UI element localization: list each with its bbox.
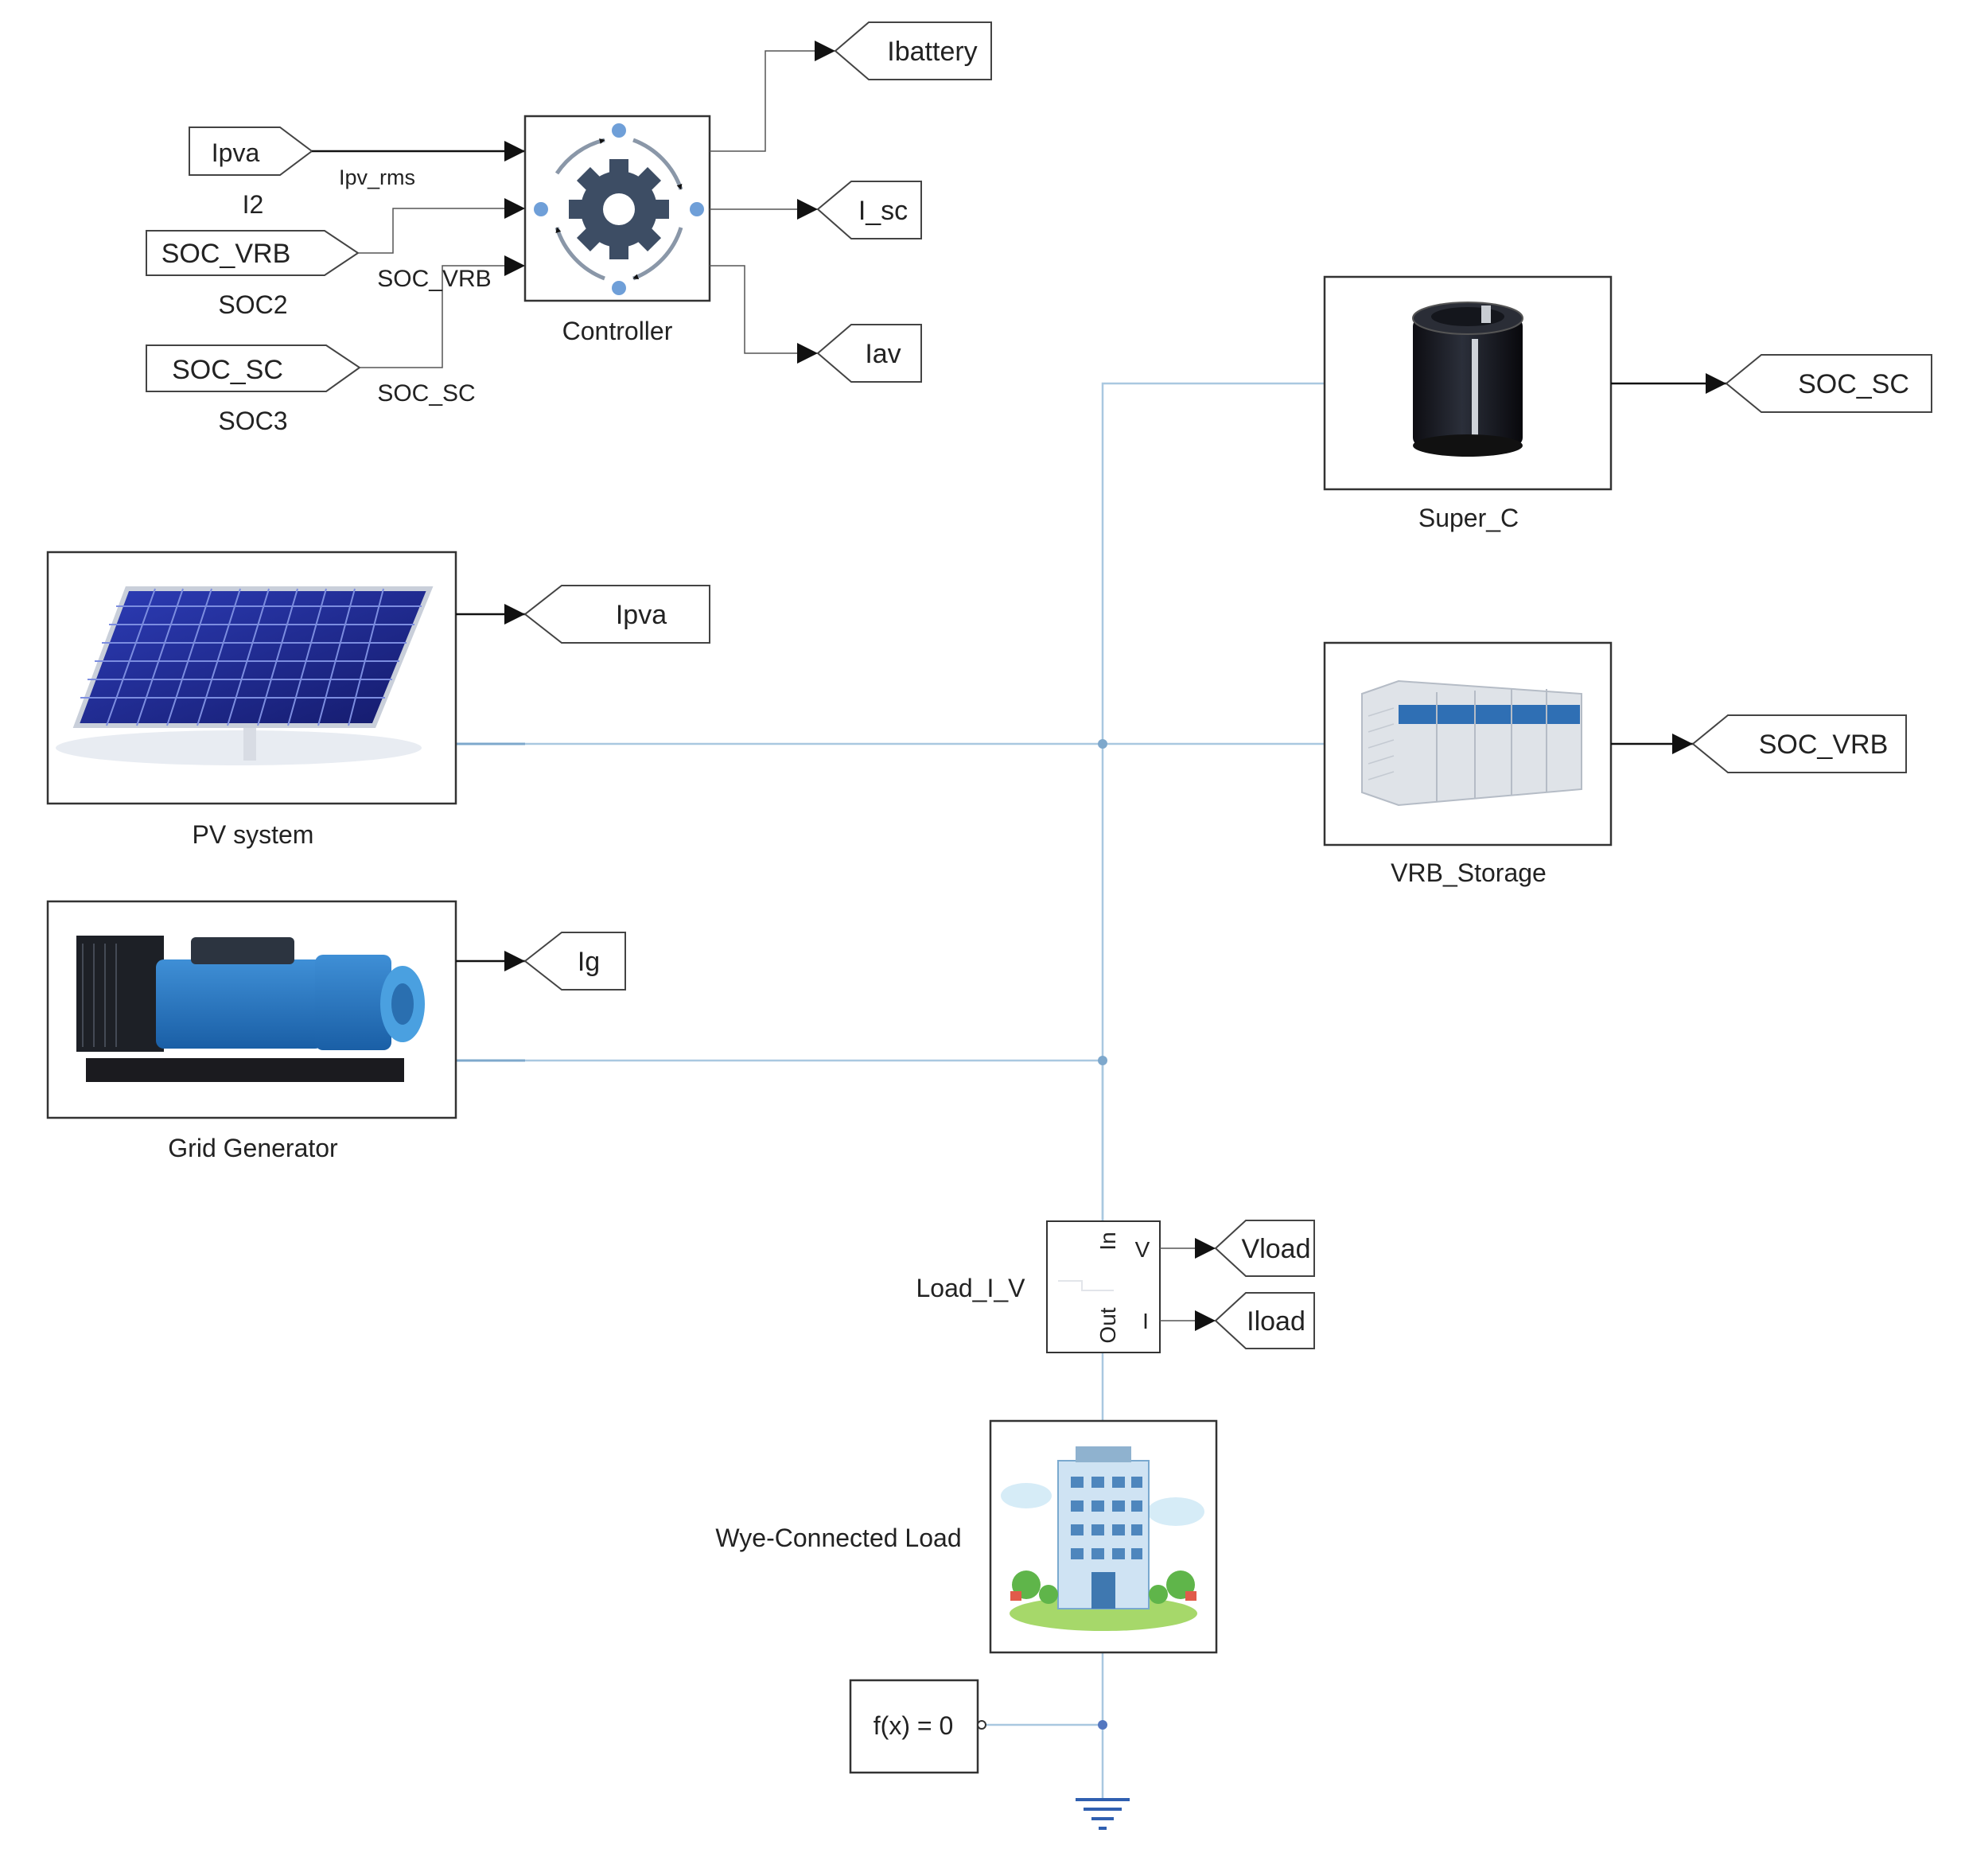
load-iv-port-out: Out	[1095, 1307, 1120, 1343]
from-tag-soc-sc-label: SOC_SC	[172, 355, 283, 385]
signal-label-soc-sc: SOC_SC	[377, 380, 475, 407]
goto-tag-iload[interactable]: Iload	[1214, 1292, 1315, 1349]
load-iv-port-i: I	[1142, 1309, 1149, 1333]
wye-load-block[interactable]	[989, 1419, 1218, 1654]
building-icon	[1001, 1446, 1204, 1631]
goto-tag-soc-sc-label: SOC_SC	[1798, 369, 1909, 399]
gear-icon	[569, 159, 669, 259]
goto-tag-soc-vrb[interactable]: SOC_VRB	[1691, 714, 1907, 773]
controller-nodes	[534, 123, 704, 295]
grid-generator-label: Grid Generator	[168, 1134, 338, 1162]
goto-tag-ig-label: Ig	[578, 947, 600, 977]
load-iv-label: Load_I_V	[916, 1274, 1025, 1302]
goto-tag-iav-label: Iav	[865, 339, 901, 369]
from-block-name-i2: I2	[243, 190, 264, 219]
capacitor-icon	[1412, 302, 1523, 457]
goto-tag-ipva[interactable]: Ipva	[523, 585, 710, 644]
super-c-block[interactable]	[1323, 275, 1613, 491]
from-tag-soc-vrb-label: SOC_VRB	[161, 239, 291, 269]
goto-tag-vload-label: Vload	[1242, 1234, 1311, 1264]
from-block-name-soc3: SOC3	[218, 407, 287, 435]
junction-dot	[1098, 1720, 1107, 1730]
controller-label: Controller	[562, 317, 673, 345]
signal-soc-sc	[360, 255, 525, 368]
generator-icon	[76, 936, 425, 1082]
from-tag-soc-sc[interactable]: SOC_SC	[146, 344, 361, 392]
load-iv-signals	[1160, 1238, 1216, 1331]
junctions	[1098, 739, 1107, 1730]
vrb-storage-label: VRB_Storage	[1391, 858, 1547, 887]
goto-tag-ig[interactable]: Ig	[523, 932, 626, 991]
solver-config-label: f(x) = 0	[874, 1711, 953, 1740]
goto-tag-i-sc[interactable]: I_sc	[816, 181, 922, 239]
grid-generator-block[interactable]	[46, 900, 457, 1119]
junction-dot	[1098, 1056, 1107, 1065]
pv-system-block[interactable]	[46, 551, 457, 805]
load-iv-block[interactable]: In Out V I	[1046, 1220, 1161, 1353]
signal-soc-vrb	[358, 198, 525, 254]
signal-label-ipv-rms: Ipv_rms	[339, 165, 415, 189]
signal-label-soc-vrb: SOC_VRB	[377, 266, 491, 292]
load-iv-port-in: In	[1095, 1232, 1120, 1250]
load-iv-port-v: V	[1135, 1237, 1150, 1262]
controller-cycle-arrows	[554, 138, 683, 281]
from-block-name-soc2: SOC2	[218, 290, 287, 319]
controller-block[interactable]	[523, 115, 711, 302]
goto-tag-ipva-label: Ipva	[616, 600, 667, 630]
from-tag-ipva[interactable]: Ipva	[189, 126, 313, 176]
solver-config-block[interactable]: f(x) = 0	[849, 1679, 986, 1774]
controller-output-signals	[710, 41, 835, 364]
goto-tag-soc-vrb-label: SOC_VRB	[1759, 730, 1889, 760]
goto-tag-iav[interactable]: Iav	[816, 324, 922, 383]
goto-tag-soc-sc[interactable]: SOC_SC	[1725, 354, 1932, 413]
from-tag-soc-vrb[interactable]: SOC_VRB	[146, 230, 360, 276]
controller-input-signals	[312, 141, 525, 368]
pv-system-label: PV system	[193, 820, 314, 849]
super-c-label: Super_C	[1418, 504, 1519, 532]
goto-tag-ibattery[interactable]: Ibattery	[834, 21, 992, 80]
vrb-battery-icon	[1361, 679, 1582, 807]
junction-dot	[1098, 739, 1107, 749]
goto-tag-iload-label: Iload	[1247, 1306, 1305, 1337]
goto-tag-i-sc-label: I_sc	[858, 196, 908, 226]
ground-icon	[1076, 1798, 1130, 1830]
bus-vertical-upper	[1101, 382, 1325, 1253]
solar-panel-icon	[56, 586, 434, 765]
goto-tag-vload[interactable]: Vload	[1214, 1220, 1315, 1277]
wye-load-label: Wye-Connected Load	[715, 1524, 961, 1552]
vrb-storage-block[interactable]	[1323, 641, 1613, 847]
goto-tag-ibattery-label: Ibattery	[887, 37, 977, 67]
from-tag-ipva-label: Ipva	[212, 138, 260, 167]
